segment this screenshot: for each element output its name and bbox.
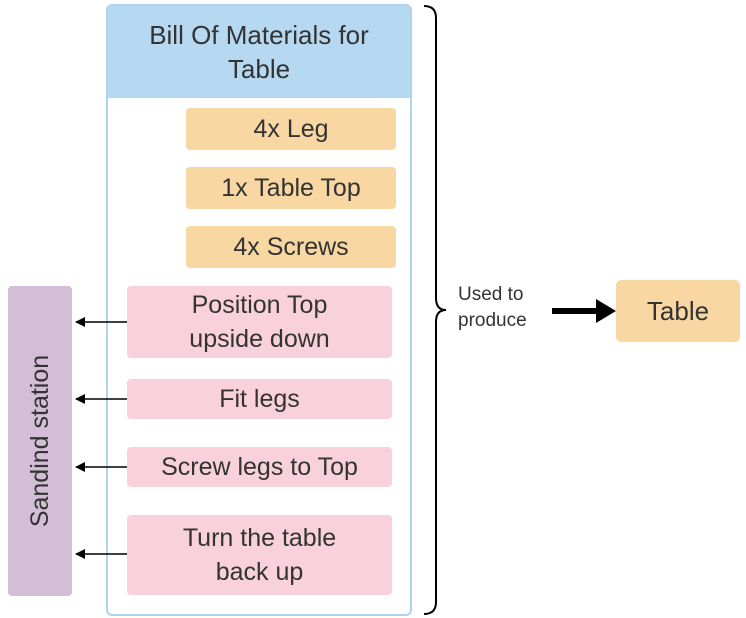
product-table: Table	[616, 280, 740, 342]
material-screws: 4x Screws	[186, 226, 396, 268]
material-legs: 4x Leg	[186, 108, 396, 150]
step-position-top-label: Position Top upside down	[189, 291, 330, 353]
step-turn-table-label: Turn the table back up	[182, 524, 337, 586]
material-table-top: 1x Table Top	[186, 167, 396, 209]
step-screw-legs: Screw legs to Top	[127, 447, 392, 487]
step-turn-table: Turn the table back up	[127, 515, 392, 595]
produce-arrow-head	[596, 299, 616, 323]
bom-title: Bill Of Materials for Table	[108, 6, 410, 98]
used-to-produce-label: Used to produce	[458, 284, 527, 331]
step-fit-legs: Fit legs	[127, 379, 392, 419]
curly-brace	[423, 5, 447, 615]
step-position-top: Position Top upside down	[127, 286, 392, 358]
sanding-station: Sandind station	[8, 286, 72, 596]
